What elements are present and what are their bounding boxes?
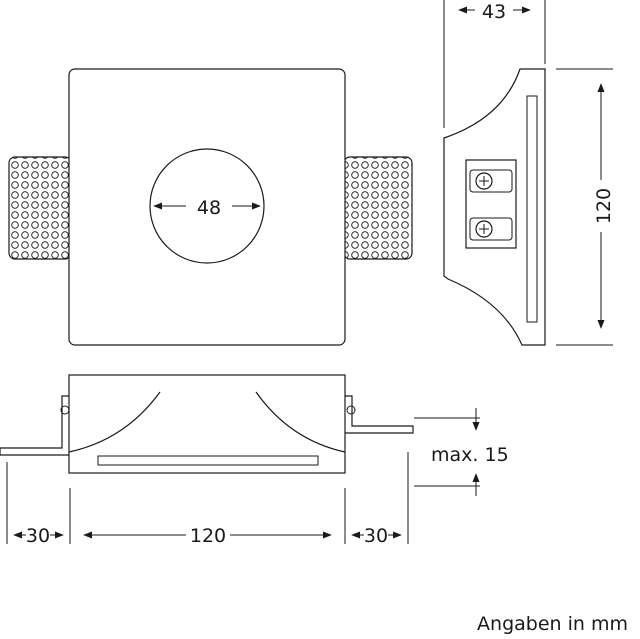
width-label: 120	[190, 525, 226, 547]
units-note: Angaben in mm	[477, 613, 628, 635]
front-view: 48	[8, 68, 413, 346]
height-label: 120	[593, 188, 615, 224]
flange-right-label: 30	[364, 525, 388, 547]
bottom-view: max. 15 30 120 30	[0, 374, 509, 547]
flange-left	[0, 395, 69, 456]
center-hole	[149, 148, 265, 264]
bottom-body	[68, 374, 346, 474]
depth-label: 43	[482, 1, 506, 23]
mesh-tab-left	[8, 156, 72, 260]
max-depth-label: max. 15	[431, 444, 509, 466]
flange-left-label: 30	[26, 525, 50, 547]
hole-diameter-label: 48	[197, 197, 221, 219]
side-profile	[443, 68, 546, 346]
mesh-tab-right	[343, 156, 413, 260]
flange-right	[345, 395, 414, 434]
side-view: 43 120	[443, 0, 615, 346]
